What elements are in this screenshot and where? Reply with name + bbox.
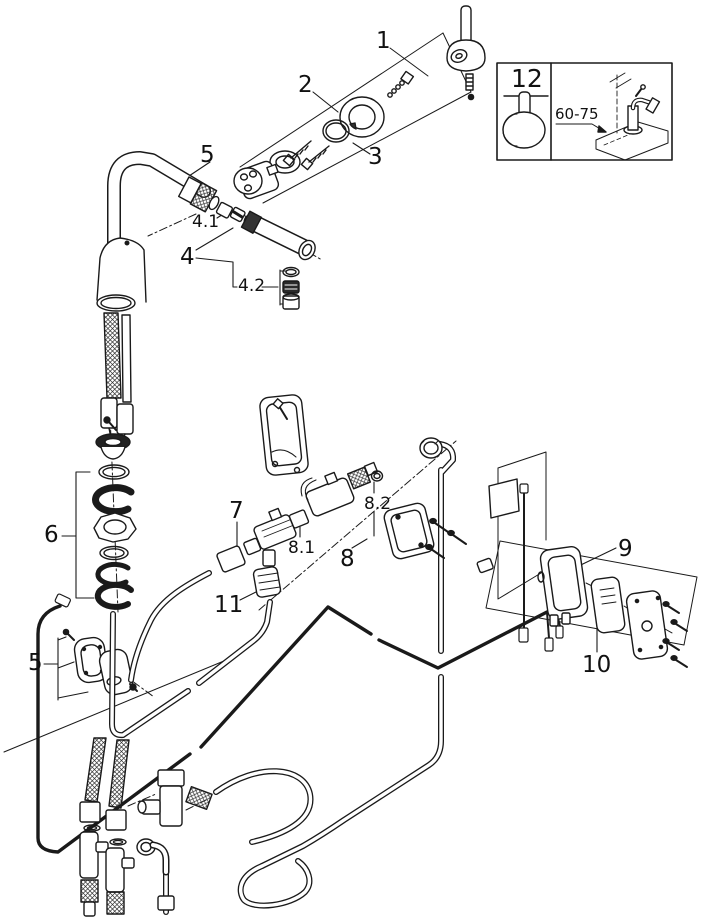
- callout-3: 3: [368, 144, 383, 170]
- cartridge-group: [233, 70, 415, 200]
- hose-weight-clip: [62, 628, 138, 696]
- electronics-boxes: [537, 546, 688, 668]
- callout-8-2: 8.2: [364, 494, 392, 514]
- callout-9: 9: [618, 536, 633, 562]
- handle-assembly: [446, 5, 486, 101]
- callout-8: 8: [340, 546, 355, 572]
- control-unit: [383, 502, 494, 574]
- callout-8-1: 8.1: [288, 538, 316, 558]
- leader-lines: [43, 91, 617, 701]
- supply-fittings: [79, 737, 213, 917]
- callout-10: 10: [582, 652, 612, 678]
- callout-11: 11: [214, 592, 244, 618]
- callout-2: 2: [298, 72, 313, 98]
- inset-dimension-label: 60-75: [555, 105, 599, 123]
- callout-4-1: 4.1: [192, 212, 220, 232]
- inset-part-label: 12: [511, 64, 543, 93]
- callout-1: 1: [376, 28, 391, 54]
- mounting-plate: [259, 394, 309, 476]
- callout-4-2: 4.2: [238, 276, 266, 296]
- square-plate: [488, 478, 520, 519]
- callout-5-top: 5: [200, 142, 215, 168]
- inset-box: [496, 62, 673, 161]
- spray-head-group: [215, 201, 316, 310]
- pull-out-hose: [109, 441, 457, 915]
- callout-4: 4: [180, 244, 195, 270]
- mounting-stack: [92, 416, 137, 610]
- callout-5-bottom: 5: [28, 650, 43, 676]
- valve-group: [216, 437, 443, 598]
- callout-6: 6: [44, 522, 59, 548]
- callout-7: 7: [229, 498, 244, 524]
- faucet-body: [96, 151, 220, 312]
- guide-lines: [3, 32, 698, 753]
